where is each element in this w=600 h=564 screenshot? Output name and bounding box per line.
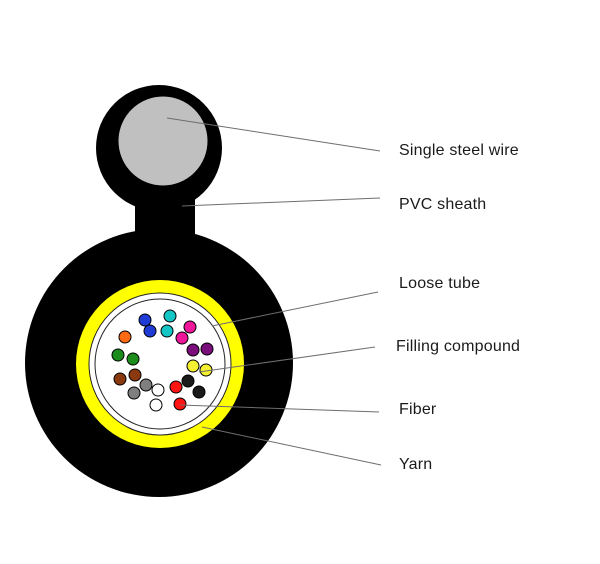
label-single-steel-wire: Single steel wire — [399, 142, 519, 159]
fiber — [139, 378, 153, 392]
fiber — [186, 359, 200, 373]
fiber — [186, 343, 200, 357]
fiber — [181, 374, 195, 388]
fiber — [200, 342, 214, 356]
label-loose-tube: Loose tube — [399, 275, 481, 292]
fiber — [126, 352, 140, 366]
fiber — [128, 368, 142, 382]
fiber — [143, 324, 157, 338]
fiber — [173, 397, 187, 411]
leader-lines — [166, 117, 382, 466]
fiber — [175, 331, 189, 345]
leader-line-fiber — [179, 404, 380, 413]
label-filling-compound: Filling compound — [396, 338, 521, 355]
fiber — [160, 324, 174, 338]
fiber — [113, 372, 127, 386]
fiber — [183, 320, 197, 334]
leader-line-yarn — [201, 426, 382, 466]
fiber-group — [111, 309, 214, 412]
leader-line-loose-tube — [211, 291, 379, 327]
fiber — [127, 386, 141, 400]
fiber — [149, 398, 163, 412]
leader-line-pvc-sheath — [181, 197, 381, 207]
fiber — [138, 313, 152, 327]
label-fiber: Fiber — [399, 401, 437, 418]
leader-line-filling-compound — [198, 346, 376, 373]
steel-wire — [117, 95, 209, 187]
fiber — [169, 380, 183, 394]
fiber — [192, 385, 206, 399]
fiber — [118, 330, 132, 344]
label-pvc-sheath: PVC sheath — [399, 196, 487, 213]
label-yarn: Yarn — [399, 456, 433, 473]
fiber — [151, 383, 165, 397]
fiber — [111, 348, 125, 362]
fiber — [163, 309, 177, 323]
leader-line-steel-wire — [166, 117, 381, 152]
